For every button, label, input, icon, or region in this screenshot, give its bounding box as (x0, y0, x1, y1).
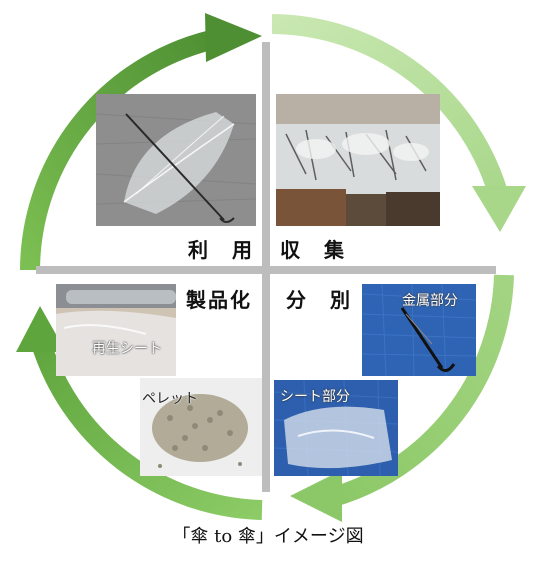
caption-recycled-sheet: 再生シート (92, 341, 162, 357)
caption-pellet: ペレット (142, 391, 198, 407)
photo-metal-part (362, 284, 476, 376)
label-use: 利 用 (188, 238, 254, 262)
label-collect: 収 集 (280, 238, 346, 262)
label-sort: 分 別 (286, 288, 352, 312)
photo-umbrella (96, 94, 256, 226)
arrow-head-left (16, 306, 66, 352)
label-productize: 製品化 (186, 288, 252, 312)
arrow-collect-to-sort (271, 14, 510, 203)
caption-metal-part: 金属部分 (402, 293, 458, 309)
arrow-use-to-collect (20, 28, 223, 271)
caption-sheet-part: シート部分 (280, 389, 350, 405)
arrow-head-right (472, 186, 526, 232)
arrow-head-bottom (290, 470, 342, 522)
photo-collected-umbrellas (276, 94, 440, 226)
photo-sheet-part (274, 380, 398, 476)
divider-horizontal (36, 266, 496, 274)
diagram-caption: 「傘 to 傘」イメージ図 (172, 526, 364, 547)
arrow-sort-to-productize (327, 274, 514, 508)
photo-recycled-sheet (56, 284, 176, 376)
arrow-head-top (205, 13, 262, 62)
photo-pellets (140, 378, 262, 476)
arrow-productize-to-use (30, 337, 263, 520)
